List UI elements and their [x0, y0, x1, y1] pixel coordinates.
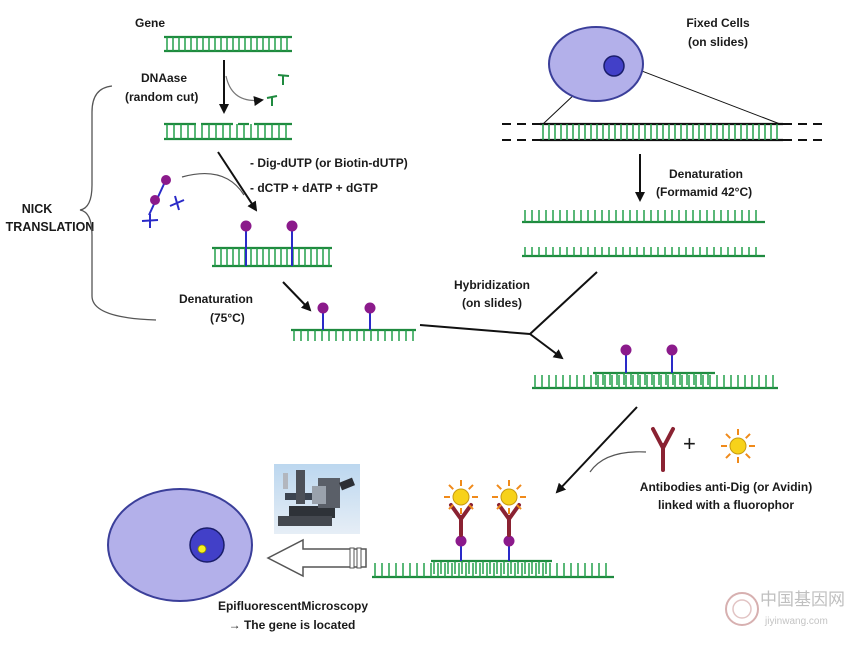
label-hybridization: Hybridization [454, 278, 530, 292]
line-target-to-hyb [529, 271, 598, 335]
dna-labeled-double [212, 220, 332, 268]
label-dnaase: DNAase [141, 71, 187, 85]
located-nucleus [189, 527, 225, 563]
dna-target-single-bottom [522, 247, 765, 258]
label-hybridization-slides: (on slides) [462, 296, 522, 310]
label-fluorophor: linked with a fluorophor [658, 498, 794, 512]
dna-probe-single [291, 302, 416, 341]
watermark: 中国基因网 jiyinwang.com [725, 590, 845, 627]
located-cell [107, 488, 253, 602]
label-epifluorescent: EpifluorescentMicroscopy [218, 599, 368, 613]
label-denaturation-1-temp: (75°C) [210, 311, 245, 325]
arrow-fragments-out [225, 75, 264, 107]
label-on-slides-1: (on slides) [688, 35, 748, 49]
pointer-antibodies [589, 451, 647, 473]
label-translation: TRANSLATION [6, 220, 95, 234]
label-nick: NICK [22, 202, 53, 216]
label-gene-located: → The gene is located [229, 618, 356, 632]
arrow-denaturation-1 [282, 281, 312, 312]
label-fixed-cells: Fixed Cells [686, 16, 750, 30]
dna-gene-double [164, 35, 292, 53]
antibody-icon [651, 427, 675, 472]
free-nucleotides [141, 175, 185, 228]
zoom-line-right [620, 62, 781, 125]
watermark-en: jiyinwang.com [764, 616, 828, 627]
fluorophore-icon [721, 429, 755, 463]
antibody-legend [651, 427, 755, 472]
microscope-image [274, 464, 360, 534]
watermark-cn: 中国基因网 [760, 590, 845, 609]
dna-target-double [502, 122, 822, 142]
dna-hybrid [532, 344, 778, 390]
cut-fragments [266, 74, 290, 106]
label-denaturation-1: Denaturation [179, 292, 253, 306]
nick-translation-brace [79, 85, 157, 321]
label-denaturation-2: Denaturation [669, 167, 743, 181]
label-gene: Gene [135, 16, 165, 30]
label-dig-dutp: - Dig-dUTP (or Biotin-dUTP) [250, 156, 408, 170]
fixed-cell [548, 26, 644, 102]
dna-target-single-top [522, 210, 765, 224]
label-dctp: - dCTP + dATP + dGTP [250, 181, 378, 195]
dna-detection [372, 535, 614, 579]
cell-nucleus [603, 55, 625, 77]
arrow-nucleotides-in [181, 173, 245, 196]
dna-nicked-double [164, 122, 292, 141]
arrow-hybridization [529, 333, 564, 360]
label-random-cut: (random cut) [125, 90, 198, 104]
label-denaturation-2-cond: (Formamid 42°C) [656, 185, 752, 199]
arrow-to-detection [555, 406, 638, 494]
line-probe-to-hyb [419, 324, 531, 335]
watermark-logo [725, 592, 759, 626]
arrow-to-labeled-dna [217, 151, 258, 212]
label-plus: + [683, 431, 696, 456]
gene-signal-dot [197, 544, 207, 554]
text-labels: Gene DNAase (random cut) - Dig-dUTP (or … [6, 16, 813, 632]
hollow-arrow [266, 538, 367, 578]
label-antibodies: Antibodies anti-Dig (or Avidin) [640, 480, 812, 494]
antibody-complexes [444, 480, 526, 537]
